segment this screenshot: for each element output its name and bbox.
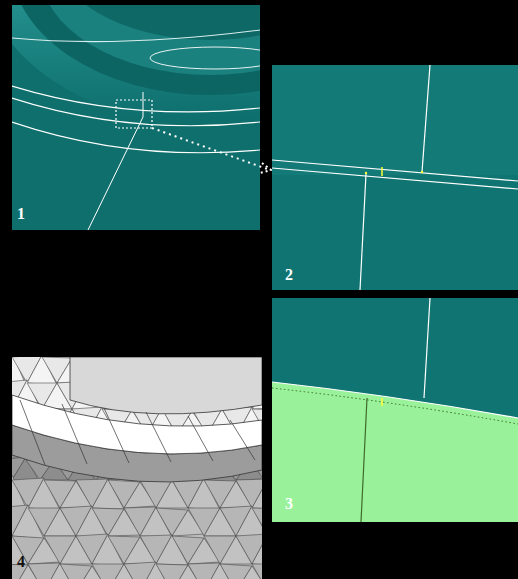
callout-number: 2 — [285, 266, 293, 284]
callout-number: 1 — [17, 205, 25, 223]
mesh-triangle — [252, 564, 262, 579]
mesh-edge — [62, 404, 87, 464]
mesh-edge — [188, 416, 213, 461]
mesh-edge — [104, 408, 129, 463]
callout-number: 3 — [285, 495, 293, 513]
panel-1-view — [12, 5, 260, 230]
callout-number: 4 — [17, 553, 25, 571]
mesh-triangle — [252, 479, 262, 509]
panel-4-mesh — [12, 357, 262, 579]
mesh-triangle — [252, 534, 262, 566]
mesh-edge — [146, 412, 171, 462]
mesh-edge — [20, 400, 45, 465]
inner-wall — [70, 357, 262, 414]
panel-2-view — [272, 65, 518, 290]
mesh-triangle — [252, 508, 262, 536]
zoom-leader — [152, 128, 270, 170]
mesh-edge — [230, 420, 255, 460]
panel-3-view — [272, 298, 518, 522]
zoom-arrowhead — [260, 163, 271, 173]
